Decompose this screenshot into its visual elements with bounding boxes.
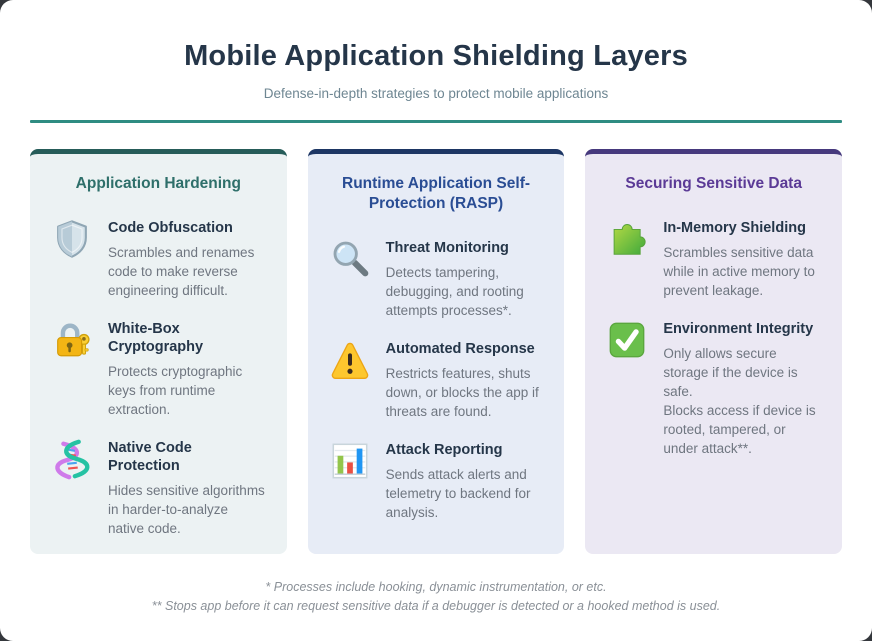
list-item: White-Box Cryptography Protects cryptogr… (50, 319, 267, 419)
card-securing-sensitive-data: Securing Sensitive Data In-Mem (585, 149, 843, 554)
puzzle-icon (605, 218, 649, 262)
page-title: Mobile Application Shielding Layers (184, 40, 688, 72)
list-item: Automated Response Restricts features, s… (328, 339, 545, 421)
header-divider (30, 120, 842, 123)
lock-key-icon (50, 319, 94, 363)
card-rasp: Runtime Application Self-Protection (RAS… (307, 149, 565, 554)
bar-chart-icon (328, 440, 372, 484)
item-title: Attack Reporting (385, 442, 503, 458)
item-title: White-Box Cryptography (108, 321, 204, 355)
card-title: Application Hardening (75, 175, 241, 192)
item-title: In-Memory Shielding (663, 220, 806, 236)
shield-icon (50, 218, 94, 262)
list-item: Native Code Protection Hides sensitive a… (50, 438, 267, 538)
item-description: Only allows secure storage if the device… (663, 346, 816, 456)
footnote-2: ** Stops app before it can request sensi… (151, 599, 721, 613)
item-title: Threat Monitoring (385, 240, 509, 256)
card-application-hardening: Application Hardening Code Obfuscation S… (30, 149, 287, 554)
card-title: Runtime Application Self-Protection (RAS… (342, 175, 531, 212)
list-item: Threat Monitoring Detects tampering, deb… (328, 238, 545, 320)
checkmark-icon (605, 319, 649, 363)
item-description: Scrambles sensitive data while in active… (663, 245, 815, 298)
list-item: Code Obfuscation Scrambles and renames c… (50, 218, 267, 300)
item-description: Protects cryptographic keys from runtime… (108, 364, 243, 417)
list-item: Environment Integrity Only allows secure… (605, 319, 822, 458)
item-description: Restricts features, shuts down, or block… (385, 366, 539, 419)
list-item: Attack Reporting Sends attack alerts and… (328, 440, 545, 522)
footnotes: * Processes include hooking, dynamic ins… (0, 581, 872, 613)
item-description: Sends attack alerts and telemetry to bac… (385, 467, 531, 520)
item-description: Detects tampering, debugging, and rootin… (385, 265, 524, 318)
card-title: Securing Sensitive Data (625, 175, 802, 192)
cards-row: Application Hardening Code Obfuscation S… (0, 149, 872, 554)
dna-icon (50, 438, 94, 482)
item-title: Environment Integrity (663, 321, 814, 337)
item-description: Hides sensitive algorithms in harder-to-… (108, 483, 265, 536)
magnifier-icon (328, 238, 372, 282)
list-item: In-Memory Shielding Scrambles sensitive … (605, 218, 822, 300)
item-title: Code Obfuscation (108, 220, 233, 236)
item-title: Native Code Protection (108, 440, 192, 474)
footnote-1: * Processes include hooking, dynamic ins… (265, 580, 607, 594)
item-description: Scrambles and renames code to make rever… (108, 245, 255, 298)
page-subtitle: Defense-in-depth strategies to protect m… (263, 86, 609, 101)
warning-icon (328, 339, 372, 383)
item-title: Automated Response (385, 341, 535, 357)
